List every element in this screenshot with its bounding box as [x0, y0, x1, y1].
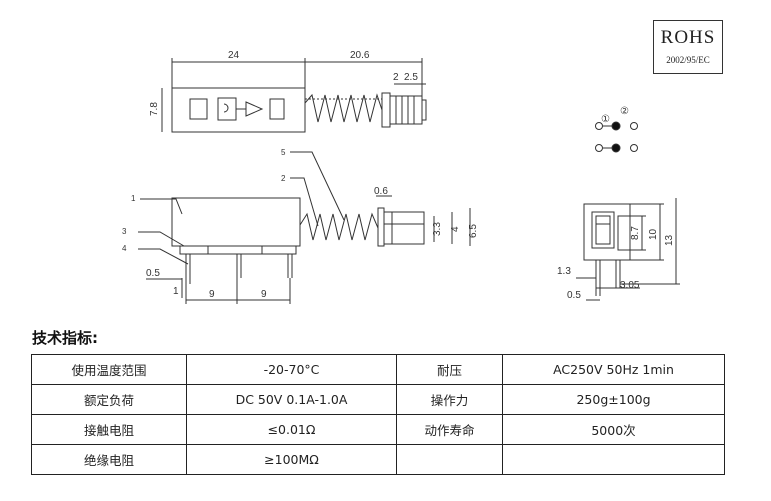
spec-label: 绝缘电阻	[31, 444, 187, 475]
spec-value: DC 50V 0.1A-1.0A	[186, 384, 397, 415]
technical-drawing: 24 20.6 2 2.5 7.8 0.6 3.3 4 6.5 0.5 9 9 …	[122, 50, 680, 304]
spec-label: 动作寿命	[396, 414, 503, 445]
spec-label: 操作力	[396, 384, 503, 415]
top-view	[161, 58, 427, 133]
dim-2: 2	[393, 72, 399, 83]
end-view	[576, 198, 680, 301]
spec-value: ≥100MΩ	[186, 444, 397, 475]
dim-9-left: 9	[209, 289, 215, 300]
dim-13: 13	[664, 234, 675, 246]
spec-value	[502, 444, 725, 475]
table-row: 使用温度范围 -20-70°C 耐压 AC250V 50Hz 1min	[31, 354, 725, 385]
spec-value: 5000次	[502, 414, 725, 445]
dim-0-5-end: 0.5	[567, 290, 581, 301]
table-row: 额定负荷 DC 50V 0.1A-1.0A 操作力 250g±100g	[31, 384, 725, 415]
dim-3-3: 3.3	[432, 222, 443, 236]
spec-label	[396, 444, 503, 475]
callout-2: 2	[281, 174, 286, 183]
callout-4: 4	[122, 244, 127, 253]
rohs-badge: ROHS 2002/95/EC	[653, 20, 723, 74]
rohs-subtitle: 2002/95/EC	[666, 55, 710, 65]
dim-1: 1	[173, 286, 179, 297]
section-title: 技术指标:	[32, 329, 98, 347]
dim-1-3: 1.3	[557, 266, 571, 277]
pin-label-1: ①	[601, 114, 610, 125]
dim-8-7: 8.7	[630, 226, 641, 240]
dim-24: 24	[228, 50, 240, 61]
dim-10: 10	[648, 228, 659, 240]
side-view	[138, 151, 471, 304]
spec-value: -20-70°C	[186, 354, 397, 385]
spec-label: 接触电阻	[31, 414, 187, 445]
rohs-title: ROHS	[660, 27, 716, 48]
dim-4: 4	[450, 226, 461, 232]
dim-7-8: 7.8	[149, 102, 160, 116]
table-row: 接触电阻 ≤0.01Ω 动作寿命 5000次	[31, 414, 725, 445]
callout-1: 1	[131, 194, 136, 203]
callout-5: 5	[281, 148, 286, 157]
callout-3: 3	[122, 227, 127, 236]
dim-2-5: 2.5	[404, 72, 418, 83]
spec-value: ≤0.01Ω	[186, 414, 397, 445]
spec-label: 使用温度范围	[31, 354, 187, 385]
pin-diagram	[595, 121, 638, 153]
spec-value: 250g±100g	[502, 384, 725, 415]
spec-value: AC250V 50Hz 1min	[502, 354, 725, 385]
table-row: 绝缘电阻 ≥100MΩ	[31, 444, 725, 475]
pin-label-2: ②	[620, 106, 629, 117]
spec-label: 耐压	[396, 354, 503, 385]
dim-9-right: 9	[261, 289, 267, 300]
specs-table: 使用温度范围 -20-70°C 耐压 AC250V 50Hz 1min 额定负荷…	[31, 354, 725, 475]
dim-3-05: 3.05	[620, 280, 640, 291]
spec-label: 额定负荷	[31, 384, 187, 415]
dim-20-6: 20.6	[350, 50, 370, 61]
dim-0-6: 0.6	[374, 186, 388, 197]
dim-0-5: 0.5	[146, 268, 160, 279]
dim-6-5: 6.5	[468, 224, 479, 238]
